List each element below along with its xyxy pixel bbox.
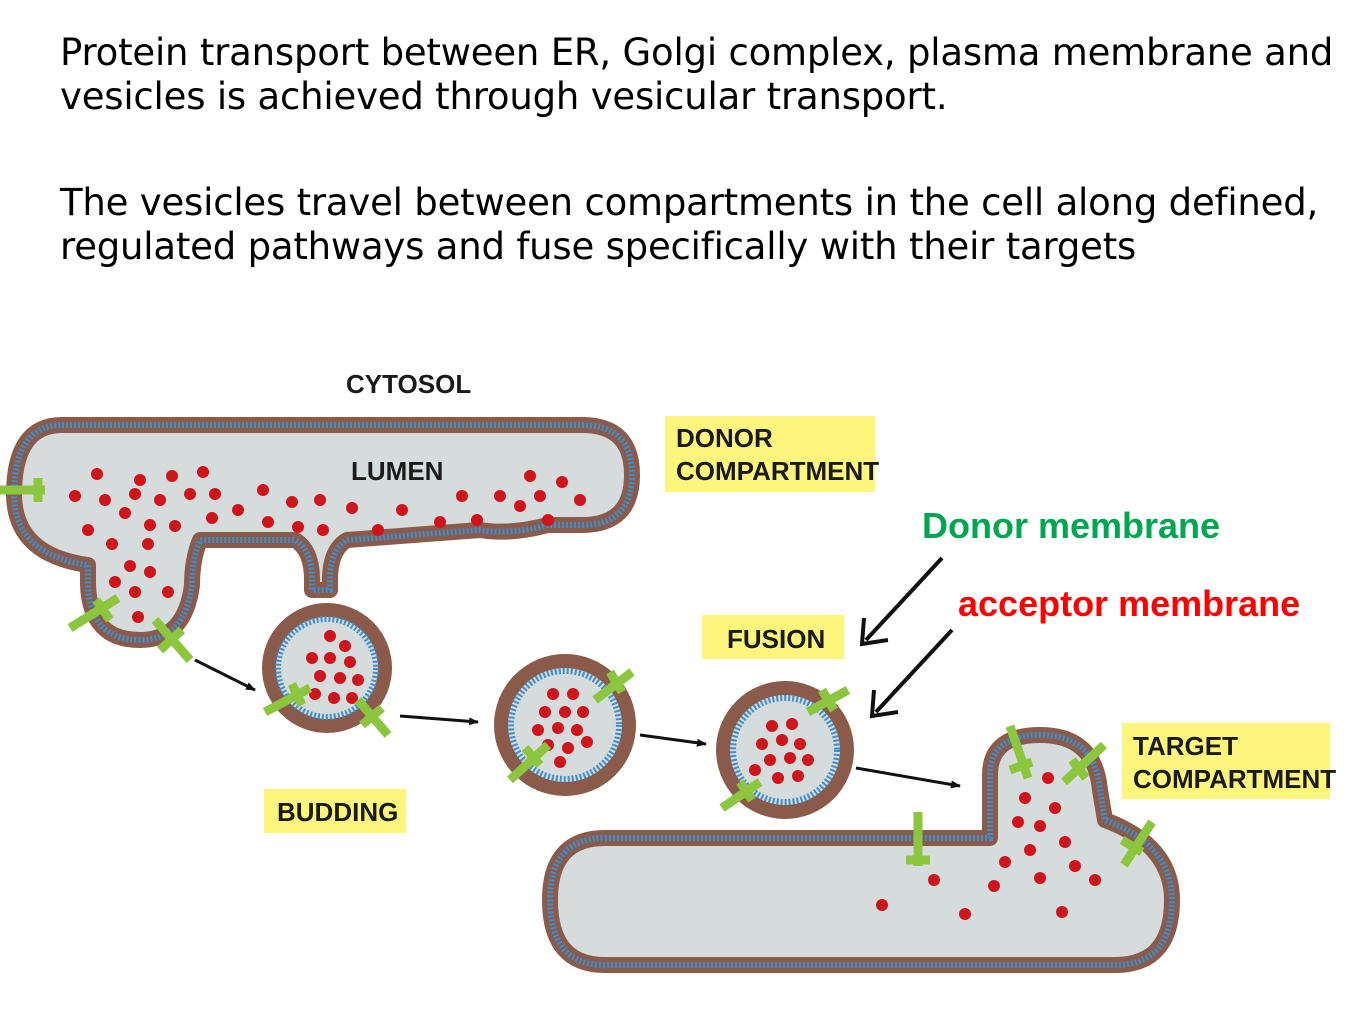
target-compartment	[542, 727, 1180, 973]
fusion-label: FUSION	[727, 624, 825, 654]
target-label-line-1: TARGET	[1133, 731, 1238, 761]
intro-paragraph: Protein transport between ER, Golgi comp…	[60, 31, 1350, 119]
budding-label-box	[264, 789, 406, 833]
target-label-box	[1122, 723, 1330, 799]
donor-label-line-2: COMPARTMENT	[676, 456, 879, 486]
intro-line-2: vesicles is achieved through vesicular t…	[60, 75, 948, 118]
donor-label-line-1: DONOR	[676, 423, 773, 453]
pathway-line-2: regulated pathways and fuse specifically…	[60, 225, 1137, 268]
intro-line-1: Protein transport between ER, Golgi comp…	[60, 31, 1334, 74]
vesicle-receptors	[0, 478, 1156, 868]
donor-label-box	[665, 416, 875, 492]
target-label-line-2: COMPARTMENT	[1133, 764, 1336, 794]
pathway-line-1: The vesicles travel between compartments…	[60, 181, 1319, 224]
pointer-arrows	[859, 556, 954, 719]
lumen-label: LUMEN	[351, 456, 443, 486]
fusion-label-box	[702, 615, 844, 659]
budding-label: BUDDING	[277, 797, 398, 827]
pathway-paragraph: The vesicles travel between compartments…	[60, 181, 1350, 269]
acceptor-membrane-label: acceptor membrane	[958, 583, 1300, 624]
cytosol-label: CYTOSOL	[346, 369, 471, 399]
process-arrows	[194, 658, 961, 789]
cargo-proteins	[69, 466, 1101, 920]
donor-membrane-label: Donor membrane	[922, 505, 1220, 546]
donor-inner-membrane	[10, 422, 636, 644]
